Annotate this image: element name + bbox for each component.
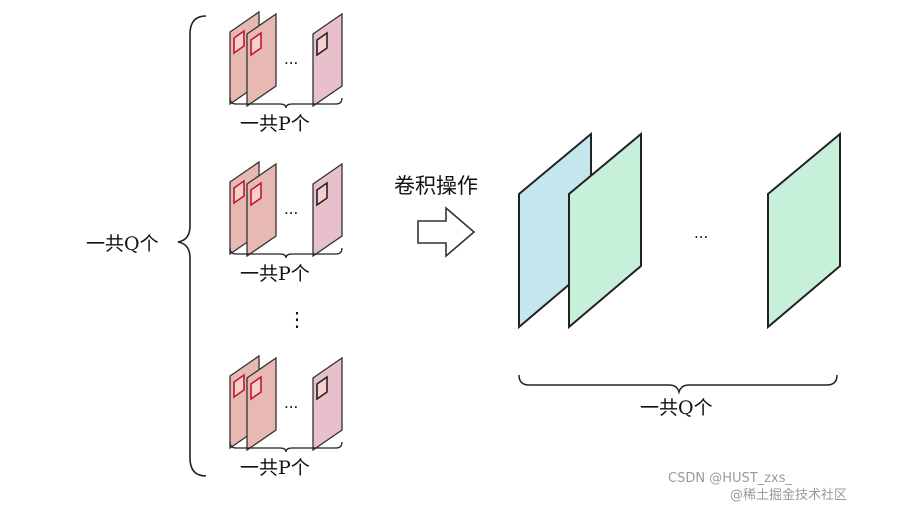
output-ellipsis: ...: [694, 224, 708, 242]
output-brace: [518, 374, 838, 395]
kernel-mark-last: [316, 181, 328, 207]
kernel-row-3: ... 一共P个: [229, 354, 343, 479]
kernel-mark-2: [250, 31, 262, 57]
total-q-label-right: 一共Q个: [640, 397, 713, 419]
kernel-sheet-last: [312, 356, 343, 452]
row-total-p-label-3: 一共P个: [240, 457, 310, 479]
kernel-mark-2: [250, 375, 262, 401]
convolution-operation-label: 卷积操作: [394, 174, 478, 198]
kernel-mark-last: [316, 375, 328, 401]
kernel-row-1: ... 一共P个: [229, 10, 343, 135]
watermark-juejin: @稀土掘金技术社区: [730, 487, 847, 503]
row-brace-3: [229, 441, 343, 453]
outer-left-brace: [177, 15, 207, 477]
row-total-p-label-2: 一共P个: [240, 263, 310, 285]
hollow-right-arrow-icon: [417, 206, 476, 258]
kernel-row-ellipsis: ...: [284, 200, 298, 218]
kernel-mark-2: [250, 181, 262, 207]
kernel-mark-1: [233, 29, 245, 55]
kernel-row-2: ... 一共P个: [229, 160, 343, 285]
kernel-sheet-last: [312, 162, 343, 258]
kernel-mark-1: [233, 179, 245, 205]
kernel-mark-1: [233, 373, 245, 399]
kernel-row-ellipsis: ...: [284, 394, 298, 412]
kernel-mark-last: [316, 31, 328, 57]
row-brace-2: [229, 247, 343, 259]
vertical-ellipsis: ⋮: [287, 307, 307, 331]
kernel-row-ellipsis: ...: [284, 50, 298, 68]
output-map-green: [568, 131, 642, 330]
watermark-csdn: CSDN @HUST_zxs_: [668, 471, 792, 486]
kernel-sheet-last: [312, 12, 343, 108]
total-q-label-left: 一共Q个: [86, 233, 159, 255]
row-total-p-label-1: 一共P个: [240, 113, 310, 135]
output-map-last: [767, 131, 841, 330]
row-brace-1: [229, 97, 343, 109]
